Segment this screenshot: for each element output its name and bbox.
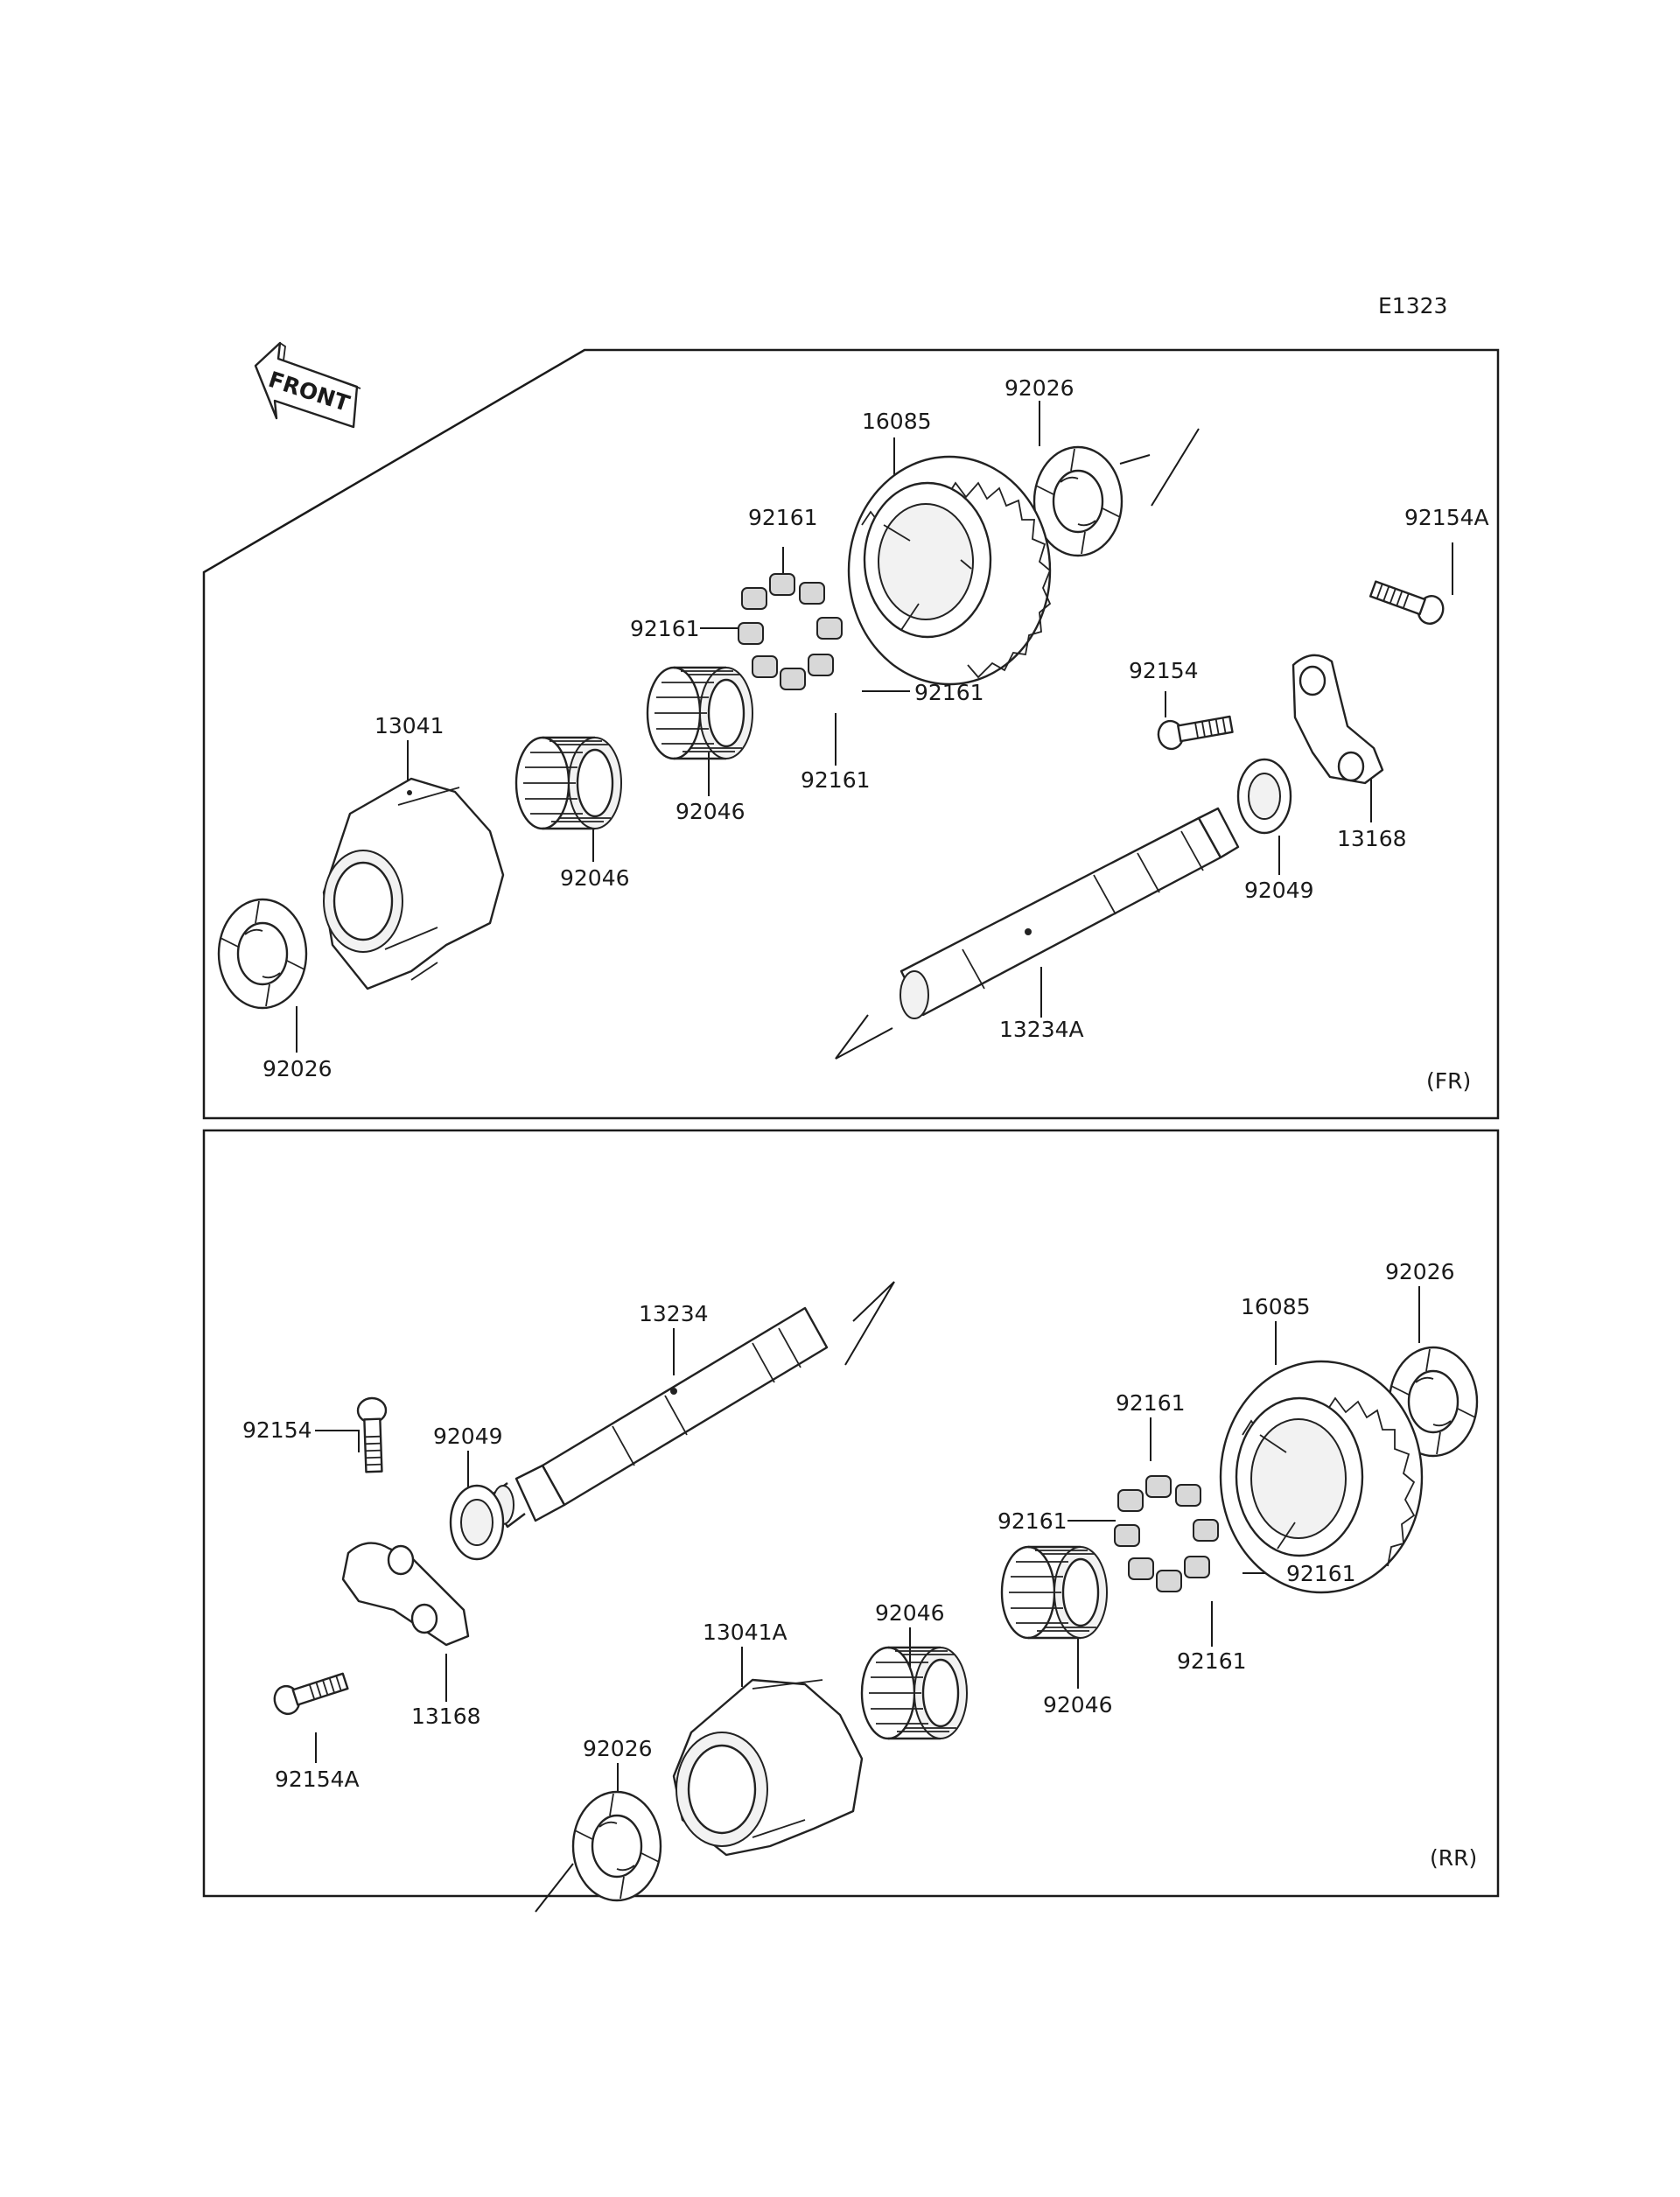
callout-fr-13041: 13041 (374, 713, 444, 738)
fr-gear-hub (322, 777, 505, 990)
callout-rr-92049: 92049 (433, 1424, 503, 1449)
callout-fr-92154: 92154 (1129, 658, 1199, 683)
rr-bolt-92154a (270, 1666, 351, 1718)
rr-shift-arm (341, 1542, 470, 1647)
rr-needle-bearing-a (860, 1646, 969, 1740)
rr-damper-set (1114, 1475, 1219, 1592)
fr-bolt-92154 (1155, 709, 1235, 752)
callout-fr-92161-d: 92161 (801, 767, 871, 793)
fr-thrust-washer-bottom (217, 898, 308, 1010)
rr-needle-bearing-b (1000, 1545, 1109, 1640)
callout-rr-92161-d: 92161 (1177, 1648, 1247, 1674)
fr-ball-bearing (1236, 758, 1292, 835)
callout-fr-92026-top: 92026 (1004, 375, 1074, 401)
callout-fr-92161-c: 92161 (914, 680, 984, 705)
callout-fr-92049: 92049 (1244, 878, 1314, 903)
callout-rr-92161-a: 92161 (1116, 1390, 1186, 1416)
callout-rr-92046-b: 92046 (1043, 1692, 1113, 1718)
rr-ball-bearing (449, 1484, 505, 1561)
fr-output-shaft (900, 807, 1240, 1019)
rr-output-shaft (488, 1306, 829, 1529)
fr-needle-bearing-b (646, 666, 754, 760)
callout-fr-16085: 16085 (862, 409, 932, 434)
callout-rr-92161-b: 92161 (998, 1508, 1068, 1534)
rr-gear-hub (672, 1678, 864, 1857)
fr-thrust-washer-top (1032, 445, 1124, 557)
callout-fr-92046-b: 92046 (676, 799, 746, 824)
fr-driven-gear (847, 455, 1052, 686)
callout-rr-13041a: 13041A (703, 1620, 788, 1645)
callout-fr-92161-a: 92161 (748, 505, 818, 530)
fr-damper-set (738, 573, 843, 690)
fr-needle-bearing-a (514, 736, 623, 830)
callout-fr-13168: 13168 (1337, 826, 1407, 851)
panel-rr: (RR) (202, 1129, 1500, 1913)
rr-driven-gear (1219, 1360, 1424, 1594)
callout-rr-92046-a: 92046 (875, 1600, 945, 1626)
callout-fr-92046-a: 92046 (560, 865, 630, 891)
callout-rr-13168: 13168 (411, 1704, 481, 1729)
rr-thrust-washer-bottom (571, 1790, 662, 1902)
callout-rr-92026-top: 92026 (1385, 1259, 1455, 1284)
front-arrow-icon: FRONT (254, 341, 361, 429)
panel-tag-fr: (FR) (1426, 1068, 1471, 1094)
callout-fr-13234a: 13234A (999, 1017, 1084, 1042)
callout-fr-92026-bot: 92026 (262, 1056, 332, 1081)
callout-fr-92154a: 92154A (1404, 505, 1489, 530)
panel-fr: (FR) (202, 348, 1500, 1120)
rr-leaders (315, 1281, 1420, 1913)
fr-shift-arm (1292, 654, 1384, 785)
panel-tag-rr: (RR) (1430, 1845, 1477, 1871)
callout-rr-92154: 92154 (242, 1417, 312, 1443)
diagram-code: E1323 (1378, 293, 1447, 318)
callout-rr-13234: 13234 (639, 1301, 709, 1326)
callout-rr-16085: 16085 (1241, 1294, 1311, 1319)
callout-fr-92161-b: 92161 (630, 616, 700, 641)
rr-bolt-92154 (356, 1396, 389, 1473)
callout-rr-92154a: 92154A (275, 1767, 360, 1792)
fr-bolt-92154a (1367, 574, 1448, 629)
callout-rr-92026-bot: 92026 (583, 1736, 653, 1761)
callout-rr-92161-c: 92161 (1286, 1561, 1356, 1586)
